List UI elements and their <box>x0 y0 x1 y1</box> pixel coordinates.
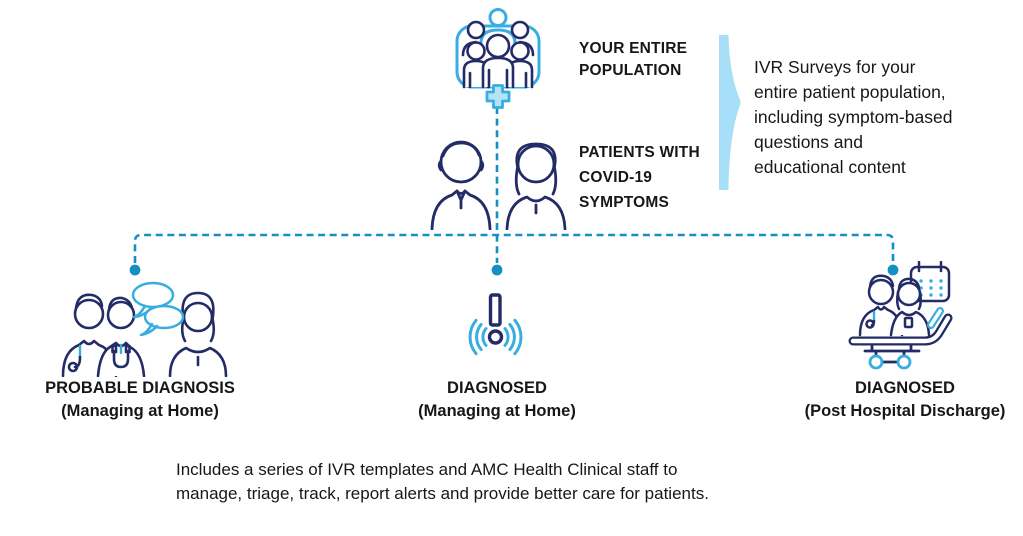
highlight-brace-shape <box>719 35 741 190</box>
branch-subtitle: (Managing at Home) <box>61 402 219 420</box>
medical-cross-icon <box>485 84 511 109</box>
footer-note: Includes a series of IVR templates and A… <box>176 458 709 506</box>
text-line: educational content <box>754 157 906 177</box>
branch-title: DIAGNOSED <box>855 379 955 397</box>
branch-label-diagnosed-discharge: DIAGNOSED (Post Hospital Discharge) <box>788 377 1022 423</box>
wheel-icon <box>868 354 884 370</box>
text-line: entire patient population, <box>754 82 946 102</box>
text-line: IVR Surveys for your <box>754 57 916 77</box>
speech-bubble-icon <box>131 281 175 309</box>
text-line: PATIENTS WITH <box>579 144 700 161</box>
speech-bubble-icon <box>143 304 185 330</box>
symptoms-label: PATIENTS WITH COVID-19 SYMPTOMS <box>579 140 700 215</box>
text-line: SYMPTOMS <box>579 194 670 211</box>
branch-subtitle: (Managing at Home) <box>418 402 576 420</box>
branch-title: DIAGNOSED <box>447 379 547 397</box>
branch-dot-left <box>129 264 141 276</box>
pillow-icon <box>927 307 944 329</box>
branch-dot-right <box>887 264 899 276</box>
population-label: YOUR ENTIRE POPULATION <box>579 38 687 82</box>
alert-broadcast-icon <box>468 293 523 356</box>
branch-label-diagnosed-home: DIAGNOSED (Managing at Home) <box>380 377 614 423</box>
care-team-conversation-icon <box>61 281 228 377</box>
text-line: COVID-19 <box>579 169 653 186</box>
text-line: Includes a series of IVR templates and A… <box>176 460 678 479</box>
text-line: YOUR ENTIRE <box>579 40 688 57</box>
male-patient-icon <box>430 140 492 230</box>
branch-subtitle: (Post Hospital Discharge) <box>804 402 1006 420</box>
ivr-surveys-note: IVR Surveys for your entire patient popu… <box>754 55 952 180</box>
wheel-icon <box>896 354 912 370</box>
text-line: questions and <box>754 132 863 152</box>
branch-dot-center <box>491 264 503 276</box>
branch-title: PROBABLE DIAGNOSIS <box>45 379 235 397</box>
population-group-icon <box>455 8 541 109</box>
text-line: POPULATION <box>579 62 682 79</box>
text-line: including symptom-based <box>754 107 953 127</box>
text-line: manage, triage, track, report alerts and… <box>176 484 709 503</box>
branch-label-probable-diagnosis: PROBABLE DIAGNOSIS (Managing at Home) <box>20 377 260 423</box>
female-patient-icon <box>505 142 567 230</box>
bed-icon <box>848 313 953 346</box>
hospital-bed-discharge-icon <box>848 261 953 370</box>
